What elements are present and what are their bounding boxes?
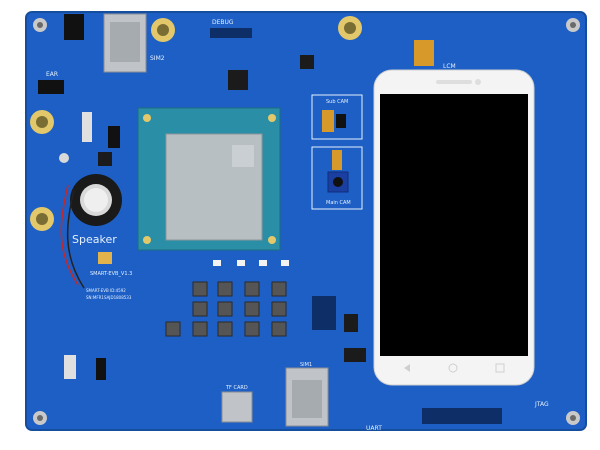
label-lcm: LCM	[443, 63, 456, 70]
audio-jack	[64, 14, 84, 40]
label-main-cam: Main CAM	[326, 200, 351, 206]
label-sim2: SIM2	[150, 55, 165, 62]
phone-screen	[380, 94, 528, 356]
debug-header	[210, 28, 252, 38]
jtag-header	[422, 408, 502, 424]
label-board-name: SMART-EVB_V1.3	[90, 271, 132, 277]
label-jtag: JTAG	[534, 401, 549, 408]
tf-card-slot	[221, 391, 253, 423]
label-debug: DEBUG	[212, 19, 234, 26]
label-uart: UART	[366, 425, 382, 432]
sub-camera	[322, 110, 334, 132]
label-sub-cam: Sub CAM	[326, 99, 348, 105]
lcm-connector	[414, 40, 434, 66]
label-ear: EAR	[46, 71, 58, 78]
mounting-holes	[30, 16, 580, 425]
label-tf-card: TF CARD	[225, 385, 248, 391]
ear-connector	[38, 80, 64, 94]
label-tag-line2: SN:MFR1SAJD1808533	[86, 295, 132, 300]
label-tag-line1: SMART-EVB ID:4592	[86, 288, 126, 293]
label-speaker: Speaker	[72, 233, 117, 246]
label-sim1: SIM1	[300, 362, 312, 368]
main-camera	[332, 150, 342, 170]
push-buttons	[165, 281, 287, 337]
